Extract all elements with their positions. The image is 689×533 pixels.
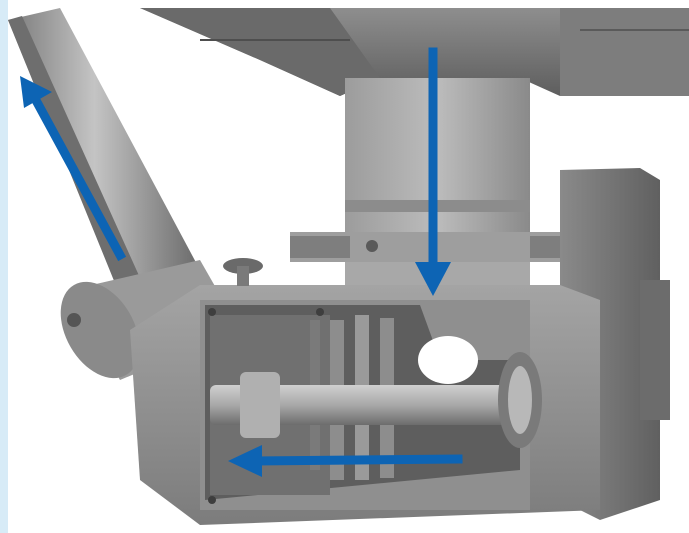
pump-housing bbox=[130, 285, 600, 525]
outlet-up-left-arrow bbox=[20, 76, 127, 262]
left-edge-strip bbox=[0, 0, 8, 533]
adjust-knob bbox=[223, 258, 263, 286]
inlet-down-arrow bbox=[415, 47, 451, 296]
clamp-band bbox=[290, 232, 590, 262]
drive-shaft bbox=[210, 352, 542, 448]
inspection-opening bbox=[418, 336, 478, 384]
internal-left-arrow bbox=[228, 445, 463, 477]
hopper bbox=[140, 8, 689, 96]
